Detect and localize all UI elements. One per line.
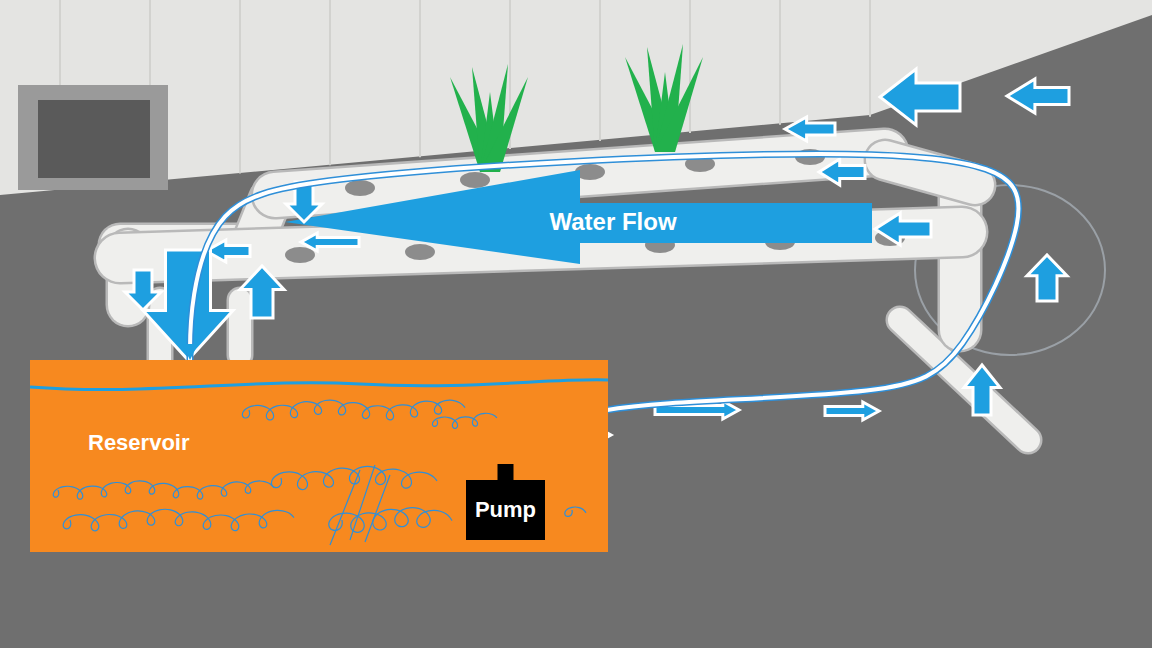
flow-label: Water Flow	[549, 208, 676, 236]
net-pot-hole	[405, 244, 435, 260]
water-line	[30, 380, 608, 390]
flow-arrow	[1007, 79, 1069, 113]
tube-casing	[190, 154, 1019, 480]
wall-siding	[689, 0, 691, 133]
flow-arrow	[1027, 255, 1067, 301]
wall-siding	[599, 0, 601, 141]
vent-flap	[38, 100, 150, 178]
flow-arrow	[301, 233, 359, 251]
plant	[625, 44, 703, 152]
scribble	[329, 508, 452, 533]
pump-box: Pump	[466, 480, 545, 540]
leg-pipe	[229, 300, 251, 355]
scribble	[565, 507, 586, 516]
wall-siding	[329, 0, 331, 165]
wall-siding	[239, 0, 241, 173]
flow-arrow	[125, 270, 161, 310]
flow-arrow	[240, 266, 284, 318]
node-label: Reservoir	[88, 430, 190, 456]
flow-arrow	[819, 159, 865, 185]
flow-arrow	[559, 424, 611, 446]
water-tube	[190, 154, 1019, 480]
flow-arrow	[206, 240, 250, 262]
wall-siding	[869, 0, 871, 117]
flow-arrow	[285, 170, 872, 264]
plant	[450, 64, 528, 172]
scribble	[271, 466, 437, 489]
reservoir-water	[30, 360, 608, 552]
wall-siding	[419, 0, 421, 157]
scribble	[330, 465, 390, 545]
leg-pipe-edge	[227, 300, 254, 355]
flow-arrow	[880, 69, 960, 125]
flow-arrow	[825, 402, 879, 420]
scribble	[242, 400, 465, 420]
flow-arrow	[785, 117, 835, 141]
net-pot-hole	[460, 172, 490, 188]
flow-arrow	[964, 365, 1000, 415]
flow-arrow	[875, 213, 931, 245]
leaf	[480, 77, 528, 172]
leaf	[655, 57, 703, 152]
net-pot-hole	[285, 247, 315, 263]
pump-nozzle	[498, 464, 514, 480]
net-pot-hole	[345, 180, 375, 196]
wall-siding	[779, 0, 781, 125]
reservoir-box: ReservoirPump	[30, 360, 608, 552]
vent-frame	[18, 85, 168, 190]
scribble	[63, 509, 294, 531]
scribble	[432, 413, 497, 428]
node-label: Pump	[475, 497, 536, 523]
scribble	[53, 481, 274, 499]
